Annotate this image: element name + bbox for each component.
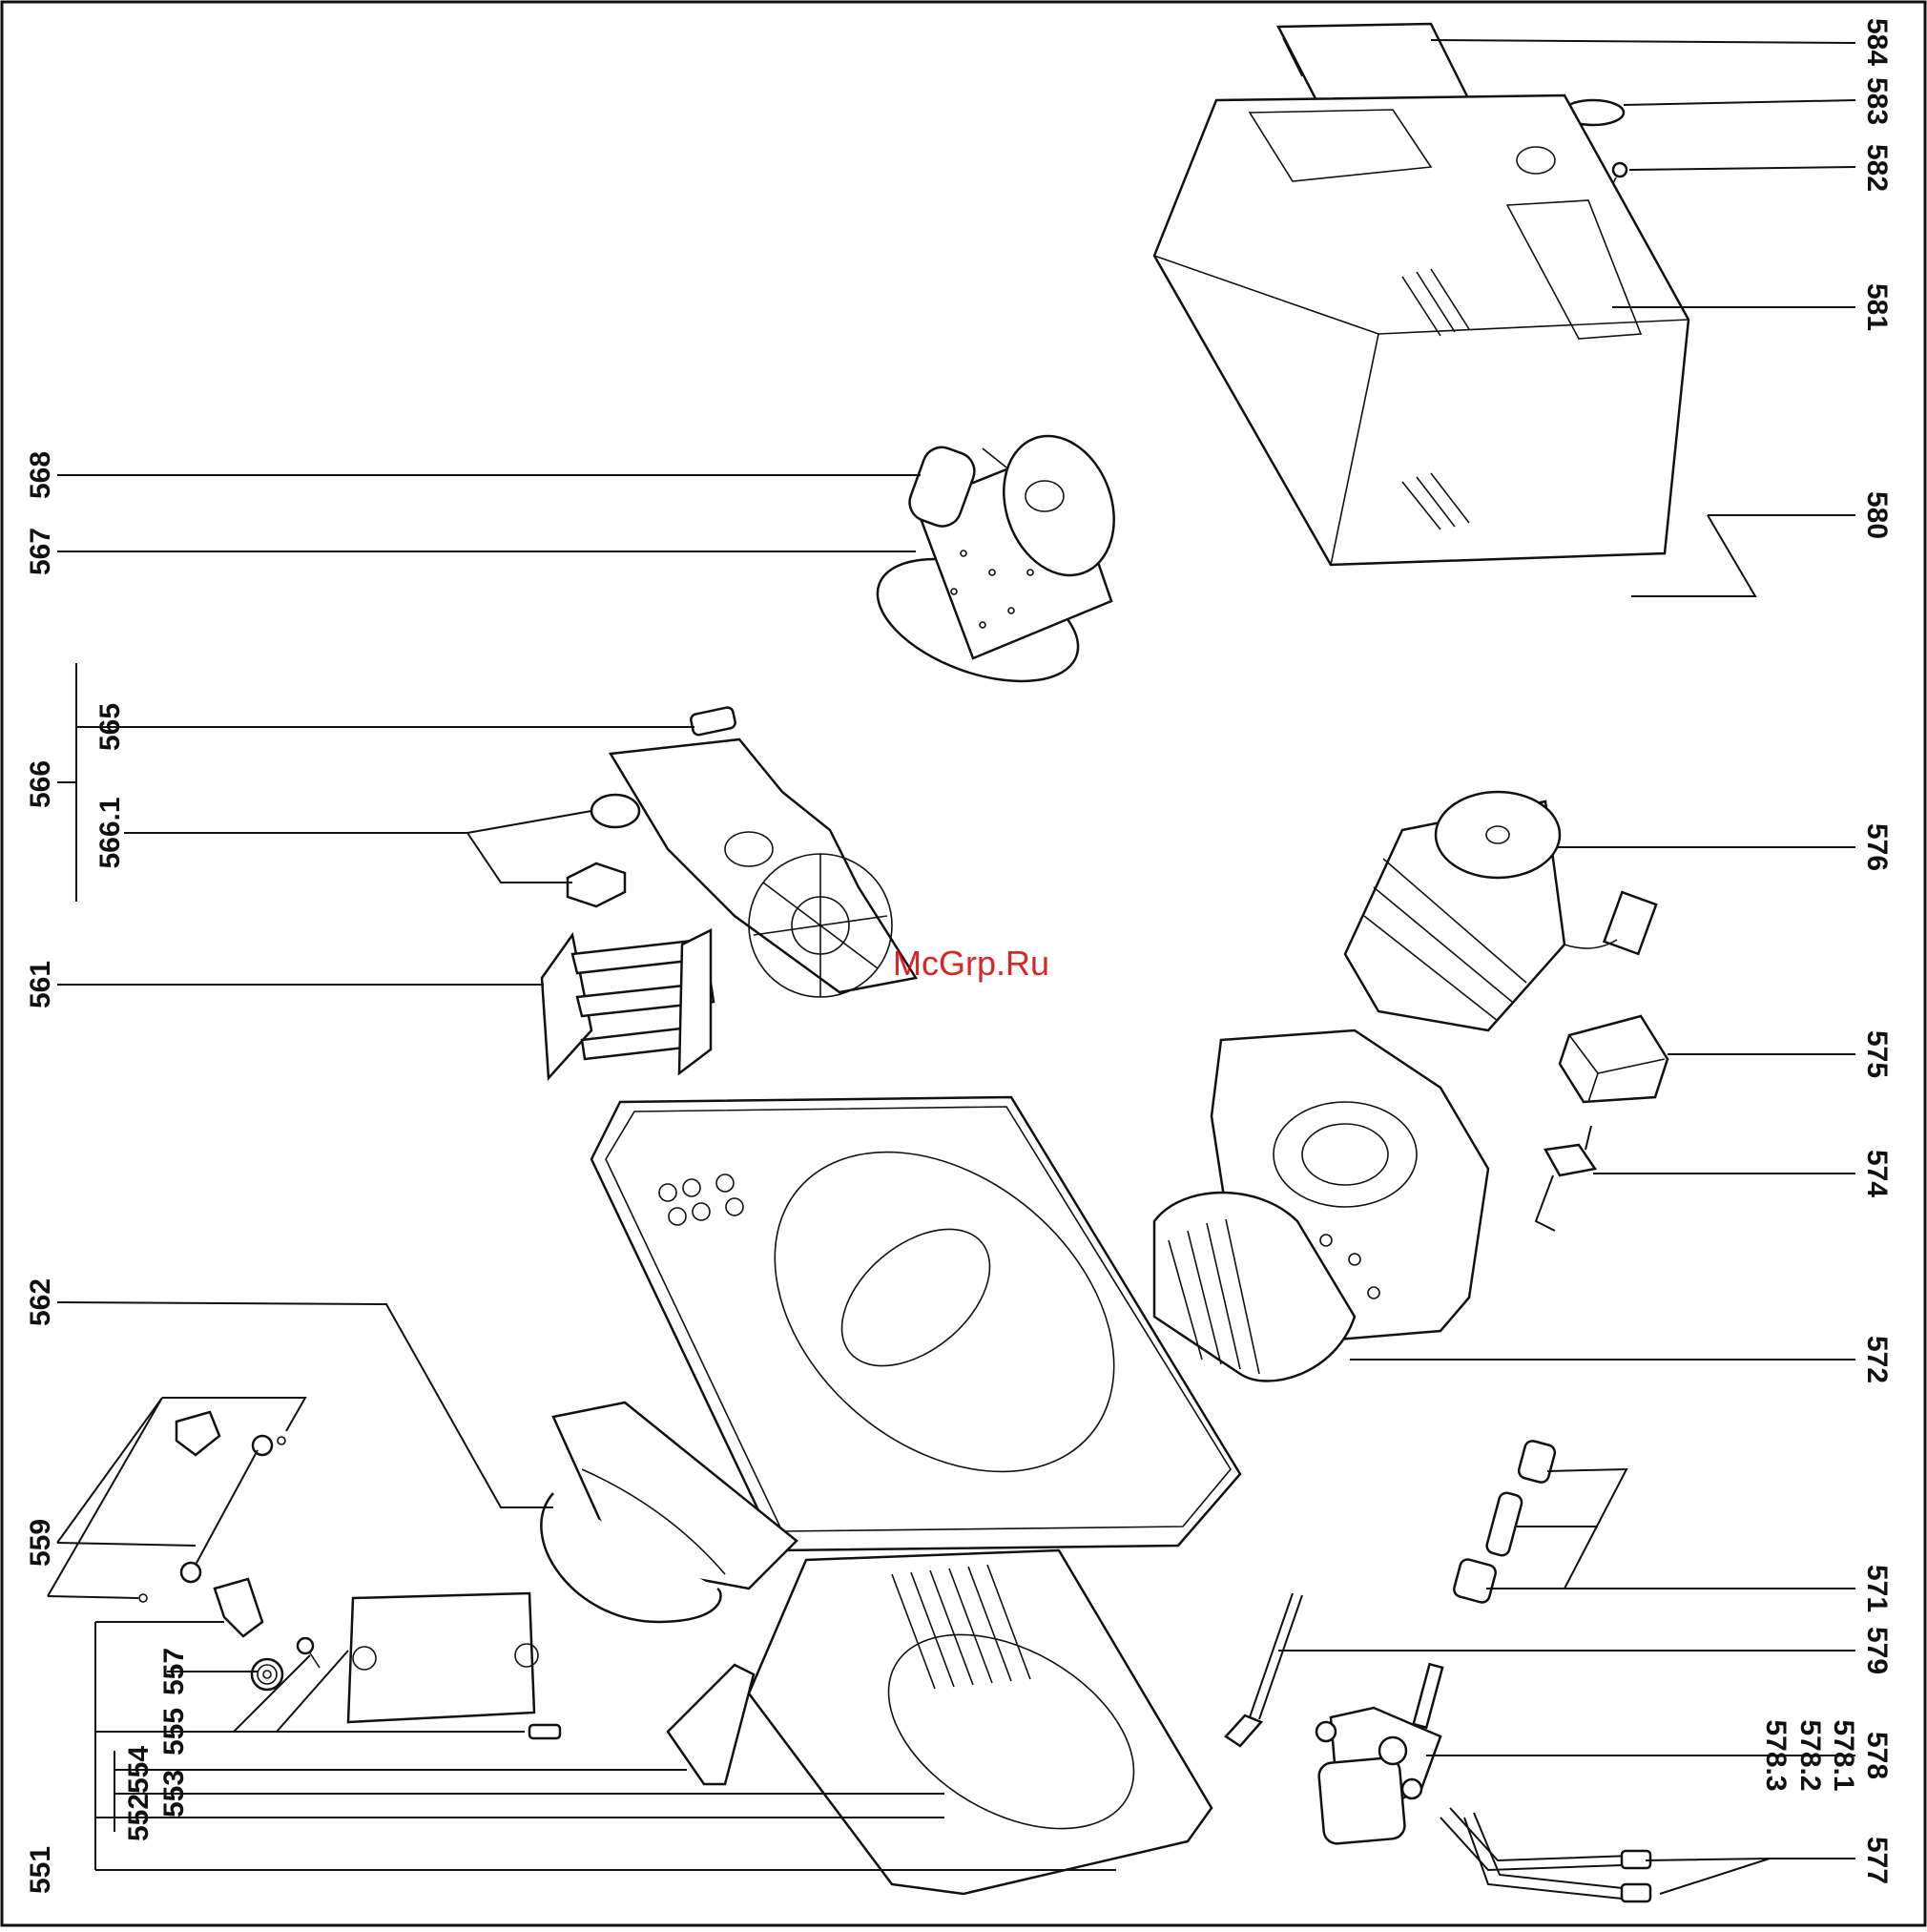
part-576-blower-motor xyxy=(1345,792,1656,1030)
part-561-bracket xyxy=(542,930,714,1078)
label-572: 572 xyxy=(1861,1336,1893,1383)
part-571-fittings xyxy=(1452,1440,1556,1605)
part-551-lower-casing xyxy=(749,1550,1212,1894)
part-554-cover xyxy=(668,1665,754,1784)
part-582-screw xyxy=(1612,163,1627,185)
watermark: McGrp.Ru xyxy=(893,944,1049,983)
part-559-linkage xyxy=(139,1412,285,1636)
part-579-hose xyxy=(1226,1593,1302,1746)
part-555-plate xyxy=(348,1593,538,1722)
label-578-1: 578.1 xyxy=(1828,1719,1859,1791)
label-579: 579 xyxy=(1861,1627,1893,1674)
label-555: 555 xyxy=(158,1708,190,1755)
label-574: 574 xyxy=(1861,1150,1893,1197)
part-574-electrode xyxy=(1536,1126,1595,1231)
label-571: 571 xyxy=(1861,1565,1893,1612)
label-582: 582 xyxy=(1861,144,1893,192)
label-559: 559 xyxy=(25,1519,56,1567)
label-552: 552 xyxy=(123,1794,155,1841)
part-577-hoses xyxy=(1440,1808,1650,1901)
label-565: 565 xyxy=(94,703,126,751)
part-566-1-nut xyxy=(568,795,639,906)
part-553-screw xyxy=(529,1725,560,1738)
part-565-grommet xyxy=(690,706,736,736)
part-572-fan-wheel xyxy=(1154,1030,1488,1381)
label-583: 583 xyxy=(1861,77,1893,125)
label-557: 557 xyxy=(158,1648,190,1695)
label-562: 562 xyxy=(25,1278,56,1326)
label-553: 553 xyxy=(158,1770,190,1818)
label-554: 554 xyxy=(123,1746,155,1794)
label-551: 551 xyxy=(25,1846,56,1894)
label-584: 584 xyxy=(1861,18,1893,66)
part-562-housing xyxy=(553,1087,1240,1589)
label-577: 577 xyxy=(1861,1837,1893,1884)
label-576: 576 xyxy=(1861,823,1893,871)
label-561: 561 xyxy=(25,961,56,1008)
label-578-2: 578.2 xyxy=(1794,1719,1826,1791)
label-578: 578 xyxy=(1861,1732,1893,1779)
part-580-hood xyxy=(1154,95,1689,565)
part-557-spring xyxy=(252,1638,320,1690)
label-566: 566 xyxy=(25,760,56,808)
part-578-pump xyxy=(1316,1664,1442,1844)
label-580: 580 xyxy=(1861,491,1893,539)
part-567-motor xyxy=(861,421,1133,706)
part-575-ignition-unit xyxy=(1560,1016,1668,1102)
label-578-3: 578.3 xyxy=(1760,1719,1792,1791)
label-575: 575 xyxy=(1861,1030,1893,1078)
label-567: 567 xyxy=(25,528,56,575)
label-581: 581 xyxy=(1861,283,1893,331)
label-568: 568 xyxy=(25,451,56,499)
label-566-1: 566.1 xyxy=(94,797,126,868)
